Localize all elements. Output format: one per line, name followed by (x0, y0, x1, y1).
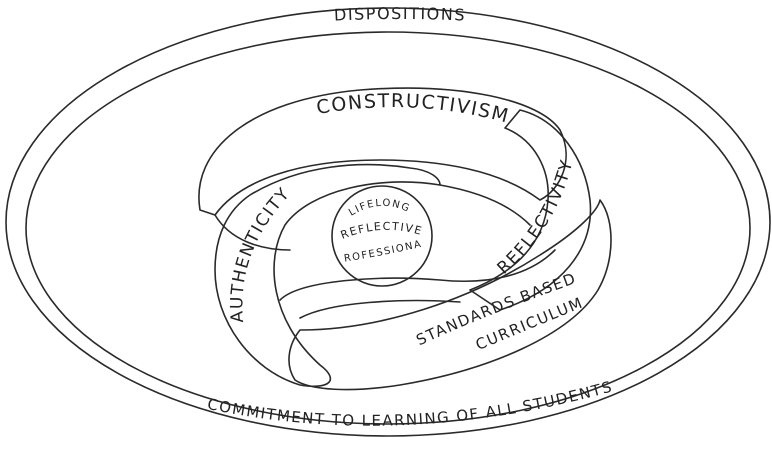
inner-loop-strokes (279, 184, 556, 319)
constructivism-label: CONSTRUCTIVISM (315, 90, 512, 128)
standards-based-curriculum-band (288, 199, 612, 391)
reflectivity-label: REFLECTIVITY (494, 157, 578, 278)
center-reflective-label: REFLECTIVE (339, 220, 424, 242)
center-circle (331, 185, 433, 287)
dispositions-label: DISPOSITIONS (334, 4, 467, 25)
center-lifelong-label: LIFELONG (347, 198, 412, 219)
authenticity-band (214, 163, 441, 388)
commitment-label: COMMITMENT TO LEARNING OF ALL STUDENTS (206, 377, 615, 429)
outer-ring (5, 7, 771, 437)
constructivism-band (198, 87, 567, 251)
reflectivity-band (469, 109, 592, 311)
